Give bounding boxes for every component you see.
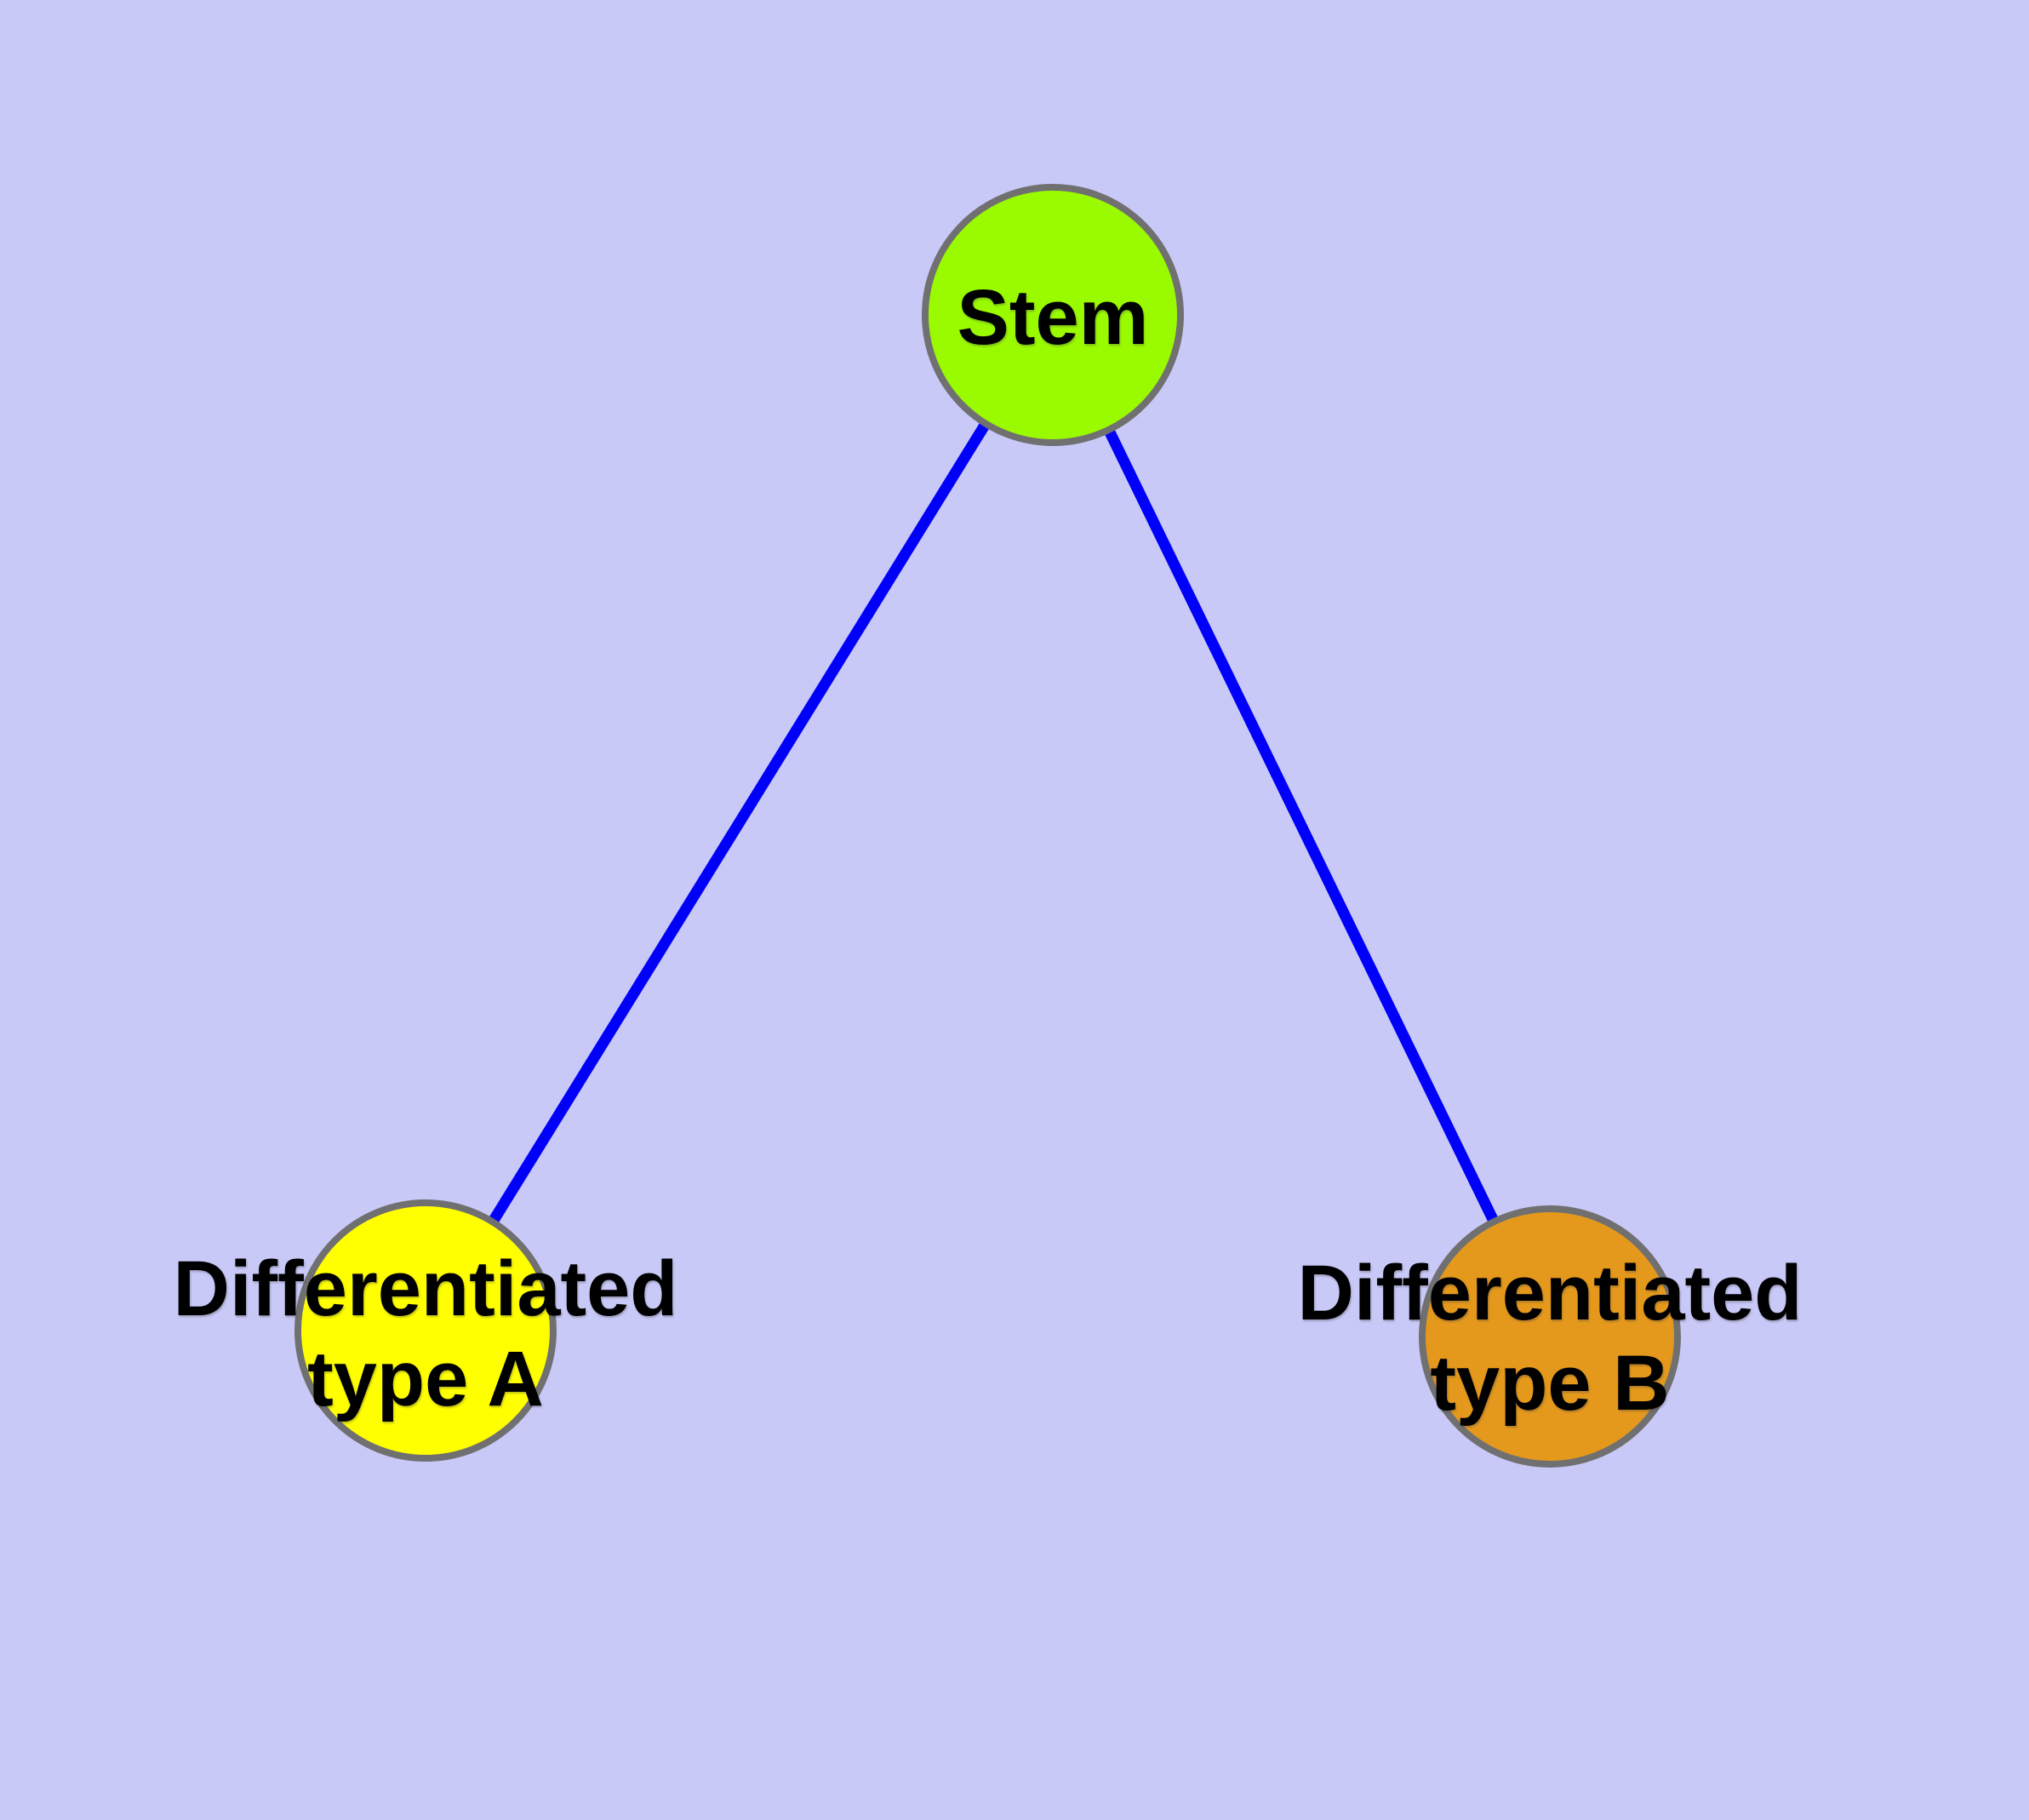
node-type-b-label: Differentiated type B [1298, 1248, 1803, 1428]
node-type-a-label-line1: Differentiated [173, 1245, 678, 1332]
node-stem-circle [922, 184, 1184, 446]
node-stem-label-line: Stem [957, 274, 1149, 361]
node-stem-label: Stem [957, 272, 1149, 363]
edge-stem-to-type-b [1048, 312, 1555, 1339]
node-type-b-label-line1: Differentiated [1297, 1250, 1803, 1336]
node-type-a-label-line2: type A [307, 1336, 544, 1422]
node-type-b-circle [1419, 1205, 1681, 1468]
node-type-a-circle [294, 1199, 557, 1462]
node-type-b-label-line2: type B [1430, 1340, 1670, 1427]
edge-stem-to-type-a [420, 312, 1058, 1334]
node-type-a-label: Differentiated type A [174, 1244, 678, 1424]
